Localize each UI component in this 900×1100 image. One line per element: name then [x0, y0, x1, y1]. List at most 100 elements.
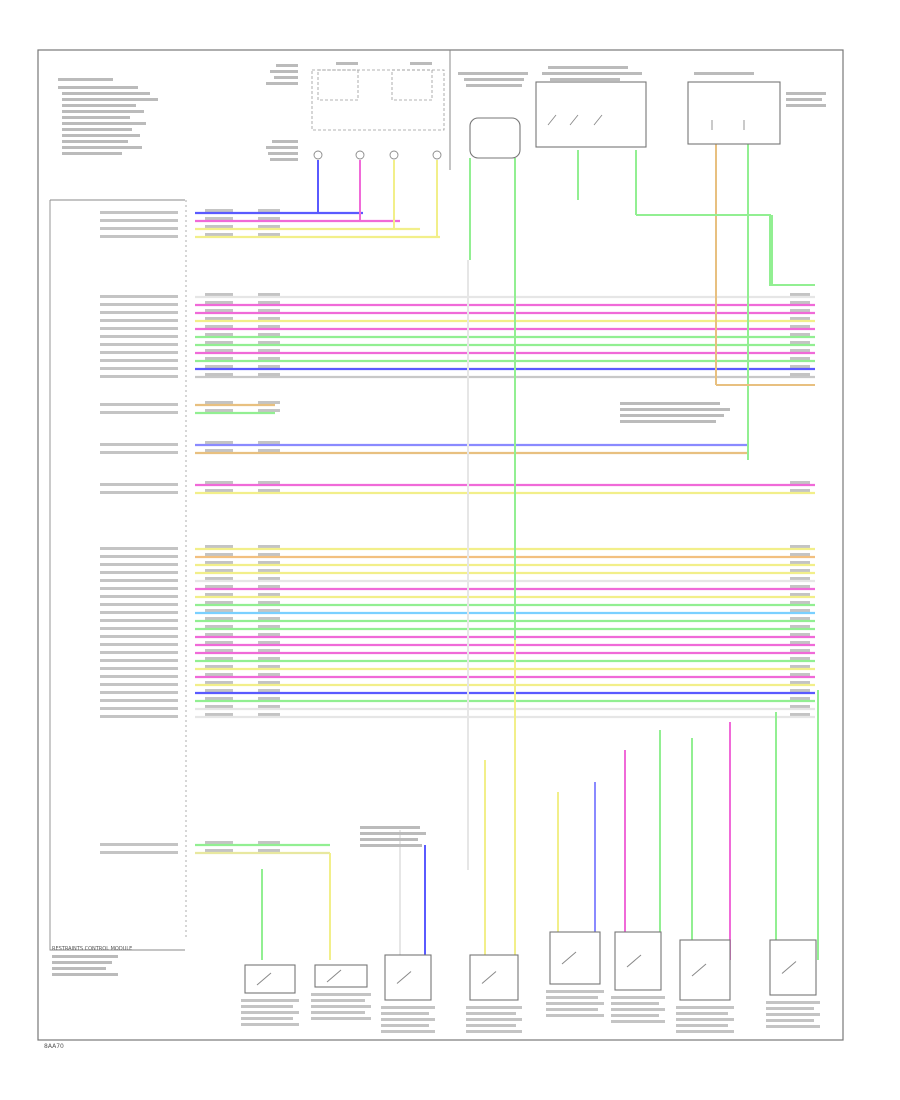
pin-label: [100, 587, 178, 590]
pin-label: [100, 691, 178, 694]
wire-code: [205, 641, 233, 644]
wire-code: [258, 233, 280, 236]
wire-code: [790, 577, 810, 580]
bottom-component: [381, 954, 435, 1033]
wire-code: [790, 641, 810, 644]
wire-code: [258, 553, 280, 556]
wire-code: [258, 625, 280, 628]
wire-code: [205, 293, 233, 296]
wire-code: [205, 341, 233, 344]
pin-label: [100, 611, 178, 614]
wire-code: [205, 545, 233, 548]
pin-label: [100, 547, 178, 550]
wire-code: [790, 545, 810, 548]
wire-code: [258, 569, 280, 572]
pin-label: [100, 311, 178, 314]
wire-code: [205, 705, 233, 708]
pin-label: [100, 843, 178, 846]
pin-label: [100, 643, 178, 646]
pin-label: [100, 227, 178, 230]
page-label: 8AA70: [44, 1043, 64, 1050]
wire-code: [258, 365, 280, 368]
pin-label: [100, 375, 178, 378]
wire-code: [790, 317, 810, 320]
wire-code: [205, 357, 233, 360]
wire-code: [205, 309, 233, 312]
module-name-text: [52, 955, 118, 976]
pin-label: [100, 651, 178, 654]
wire-code: [205, 365, 233, 368]
wire-code: [258, 301, 280, 304]
module-name: RESTRAINTS CONTROL MODULE: [52, 946, 132, 952]
wire-code: [258, 697, 280, 700]
wire-code: [258, 705, 280, 708]
wire-code: [790, 489, 810, 492]
wire-code: [790, 705, 810, 708]
wire-code: [258, 849, 280, 852]
right-top-module: [687, 72, 826, 145]
pin-label: [100, 699, 178, 702]
wire-code: [258, 713, 280, 716]
wire-code: [258, 333, 280, 336]
pin-label: [100, 451, 178, 454]
wire-code: [205, 233, 233, 236]
wire-code: [790, 681, 810, 684]
passenger-seat-module: [535, 66, 647, 148]
wire-code: [790, 309, 810, 312]
wire-code: [790, 481, 810, 484]
wire-code: [258, 449, 280, 452]
wire-code: [790, 713, 810, 716]
wire-code: [205, 553, 233, 556]
pin-label: [100, 335, 178, 338]
wire-code: [205, 225, 233, 228]
pin-label: [100, 403, 178, 406]
wire-code: [258, 657, 280, 660]
wire-code: [258, 609, 280, 612]
wire-code: [258, 561, 280, 564]
wire-code: [205, 649, 233, 652]
wire-code: [790, 333, 810, 336]
pin-label: [100, 319, 178, 322]
wire-code: [258, 441, 280, 444]
wire-code: [205, 217, 233, 220]
wire-code: [790, 561, 810, 564]
wire-code: [258, 649, 280, 652]
wire-code: [790, 373, 810, 376]
wire-code: [205, 841, 233, 844]
pin-label: [100, 555, 178, 558]
pin-label: [100, 411, 178, 414]
wire-code: [205, 577, 233, 580]
pin-label: [100, 675, 178, 678]
wire-code: [258, 545, 280, 548]
pin-label: [100, 327, 178, 330]
wire: [636, 214, 815, 286]
top-left-buckle-block: [266, 62, 445, 161]
pin-label: [100, 563, 178, 566]
wire-code: [790, 325, 810, 328]
bottom-component: [466, 954, 522, 1033]
pin-label: [100, 351, 178, 354]
pin-label: [100, 595, 178, 598]
wire-code: [258, 325, 280, 328]
wire-code: [258, 209, 280, 212]
wire-code: [205, 209, 233, 212]
bottom-component: [241, 964, 299, 1026]
wire-layer: [195, 144, 819, 960]
wire-code: [790, 585, 810, 588]
center-top-sensor: [458, 72, 528, 159]
wire-code: [790, 593, 810, 596]
wire-code: [205, 449, 233, 452]
wire-code: [205, 333, 233, 336]
pin-label: [100, 635, 178, 638]
restraints-module-outline: [49, 199, 185, 951]
wire-code: [258, 357, 280, 360]
bottom-component: [676, 939, 734, 1033]
module-pin-labels: [100, 209, 810, 854]
wire-code: [790, 601, 810, 604]
pin-label: [100, 667, 178, 670]
wire-code: [790, 349, 810, 352]
wire-code: [790, 633, 810, 636]
wire-code: [205, 689, 233, 692]
wire-code: [258, 401, 280, 404]
